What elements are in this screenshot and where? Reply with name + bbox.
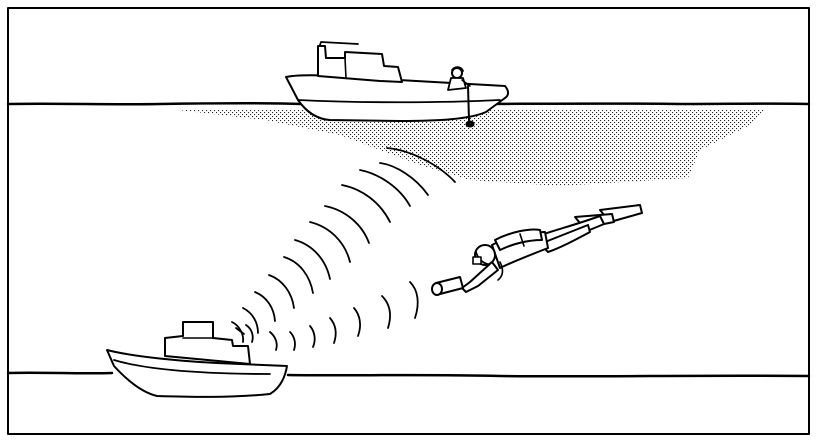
wave-arc — [381, 295, 391, 329]
wave-arc — [242, 307, 259, 334]
wave-arc — [309, 221, 351, 263]
wave-arc — [379, 162, 429, 196]
sea-floor-line — [6, 371, 811, 378]
wave-arc — [409, 281, 419, 319]
wave-arc — [283, 256, 314, 294]
diver-handheld-transmitter — [431, 276, 464, 296]
sunken-boat — [106, 321, 288, 398]
wave-arc — [386, 147, 456, 183]
wave-arc — [353, 307, 361, 337]
surface-boat — [285, 41, 509, 122]
wave-arc — [309, 325, 316, 348]
wave-arc — [289, 331, 296, 351]
sonar-wave-arcs — [231, 147, 456, 351]
scuba-diver — [461, 204, 643, 293]
hydrophone-pole — [465, 85, 475, 128]
wave-arc — [269, 331, 278, 351]
wave-arc — [329, 317, 337, 344]
wave-arc — [254, 291, 276, 322]
wave-arc — [341, 184, 391, 223]
water-surface-line — [6, 102, 811, 106]
stippled-reception-zone — [178, 110, 765, 186]
wave-arc — [294, 239, 331, 280]
wave-arc — [359, 169, 411, 207]
boat-operator — [447, 66, 471, 91]
wave-arc — [268, 274, 295, 309]
wave-arc — [324, 205, 370, 244]
frame — [7, 7, 810, 435]
wave-arc — [245, 324, 254, 343]
